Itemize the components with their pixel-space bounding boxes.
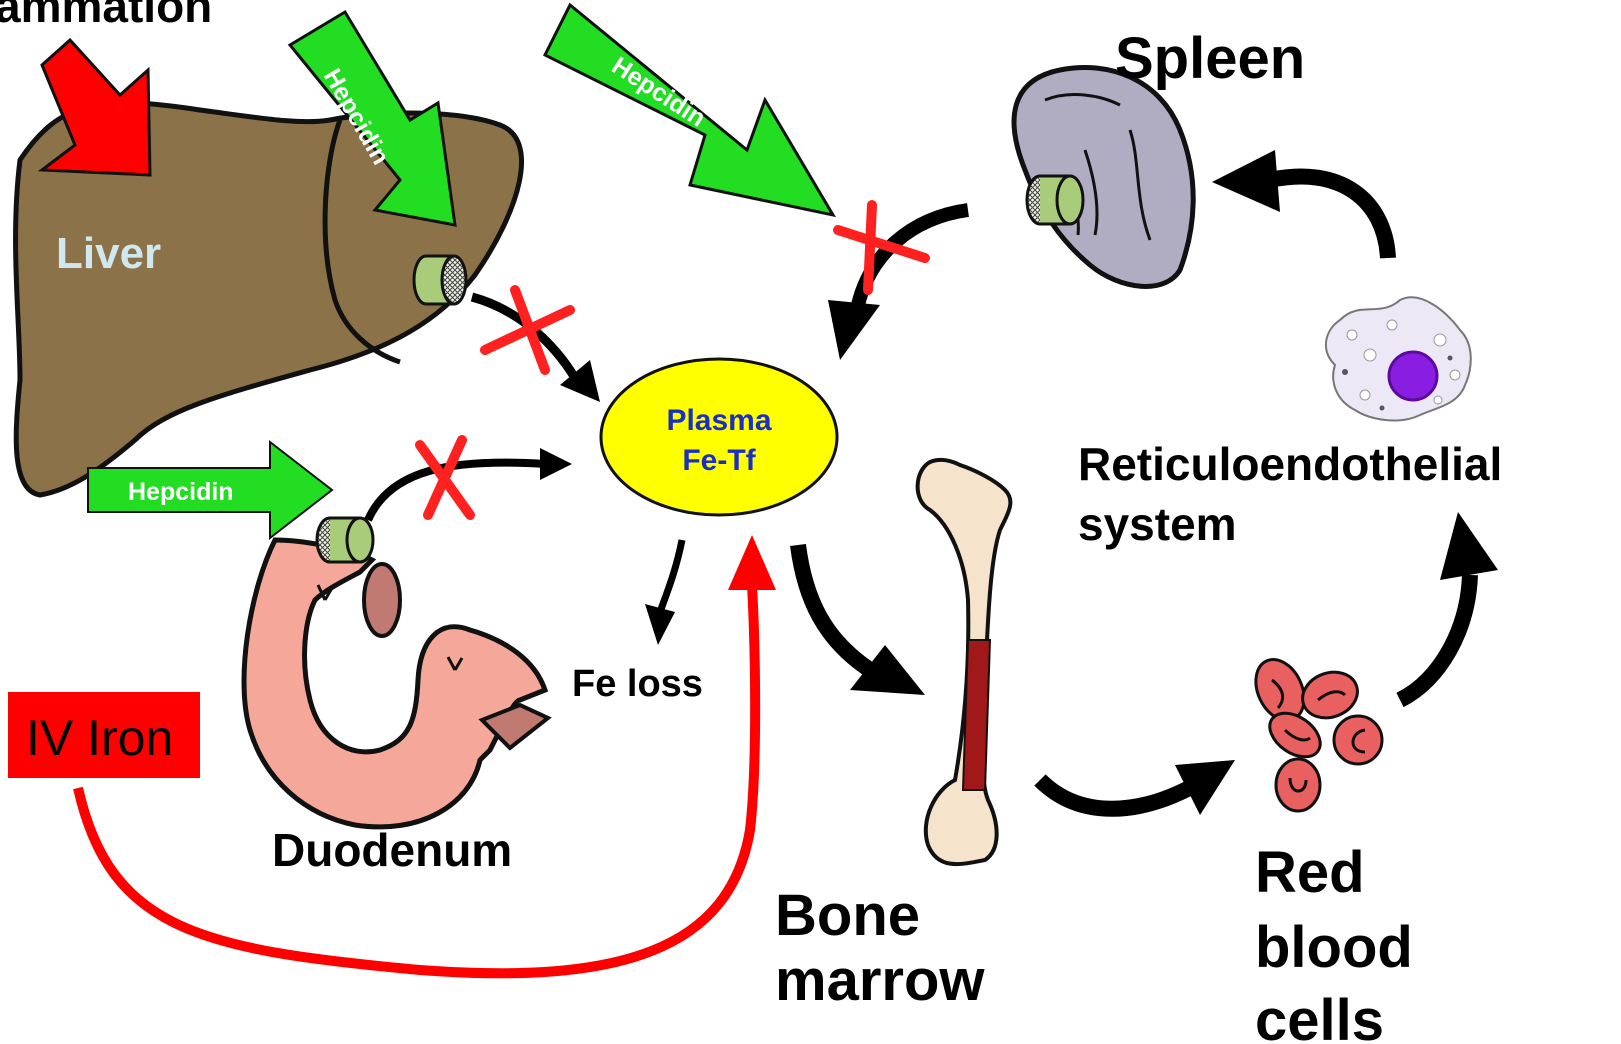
bone-marrow-label-line1: Bone [775, 883, 920, 948]
re-system-label-line2: system [1078, 498, 1237, 550]
fe-loss-arrow [645, 540, 682, 645]
ferroportin-duodenum [317, 518, 373, 562]
duodenum-label: Duodenum [272, 824, 512, 876]
spleen-organ: Spleen [1014, 26, 1305, 286]
spleen-label: Spleen [1115, 26, 1305, 91]
hepcidin-duodenum-label: Hepcidin [128, 478, 234, 506]
rbc-label-line2: blood [1255, 915, 1413, 980]
inflammation-label: ammation [0, 0, 212, 32]
re-system-label-line1: Reticuloendothelial [1078, 438, 1502, 490]
plasma-label-line1: Plasma [666, 404, 771, 437]
hepcidin-arrow-duodenum: Hepcidin [88, 442, 332, 538]
macrophage: Reticuloendothelial system [1078, 297, 1502, 550]
iv-iron-box: IV Iron [8, 692, 200, 778]
ferroportin-spleen [1027, 176, 1083, 224]
bone-shape [918, 460, 1011, 864]
bone: Bone marrow [775, 460, 1010, 1013]
block-x-spleen [838, 205, 925, 290]
hepcidin-arrow-spleen: Hepcidin [545, 5, 833, 215]
duodenum-organ: Duodenum [244, 540, 548, 876]
bone-to-rbc-arrow [1040, 760, 1235, 815]
plasma-fe-tf: Plasma Fe-Tf [601, 359, 837, 515]
bone-marrow-label-line2: marrow [775, 948, 985, 1013]
block-x-duodenum [420, 440, 470, 515]
rbc [1334, 716, 1382, 764]
red-blood-cells: Red blood cells [1247, 652, 1413, 1044]
fe-loss-label: Fe loss [572, 663, 703, 705]
iv-iron-label: IV Iron [26, 710, 173, 766]
rbc [1276, 759, 1320, 811]
rbc-to-re-arrow [1400, 512, 1498, 700]
liver-label: Liver [56, 229, 161, 278]
plasma-to-bone-arrow [798, 545, 925, 695]
re-to-spleen-arrow [1212, 150, 1388, 258]
rbc-label-line1: Red [1255, 840, 1365, 905]
ferroportin-liver [414, 256, 466, 304]
plasma-label-line2: Fe-Tf [682, 444, 756, 477]
rbc-label-line3: cells [1255, 988, 1384, 1044]
